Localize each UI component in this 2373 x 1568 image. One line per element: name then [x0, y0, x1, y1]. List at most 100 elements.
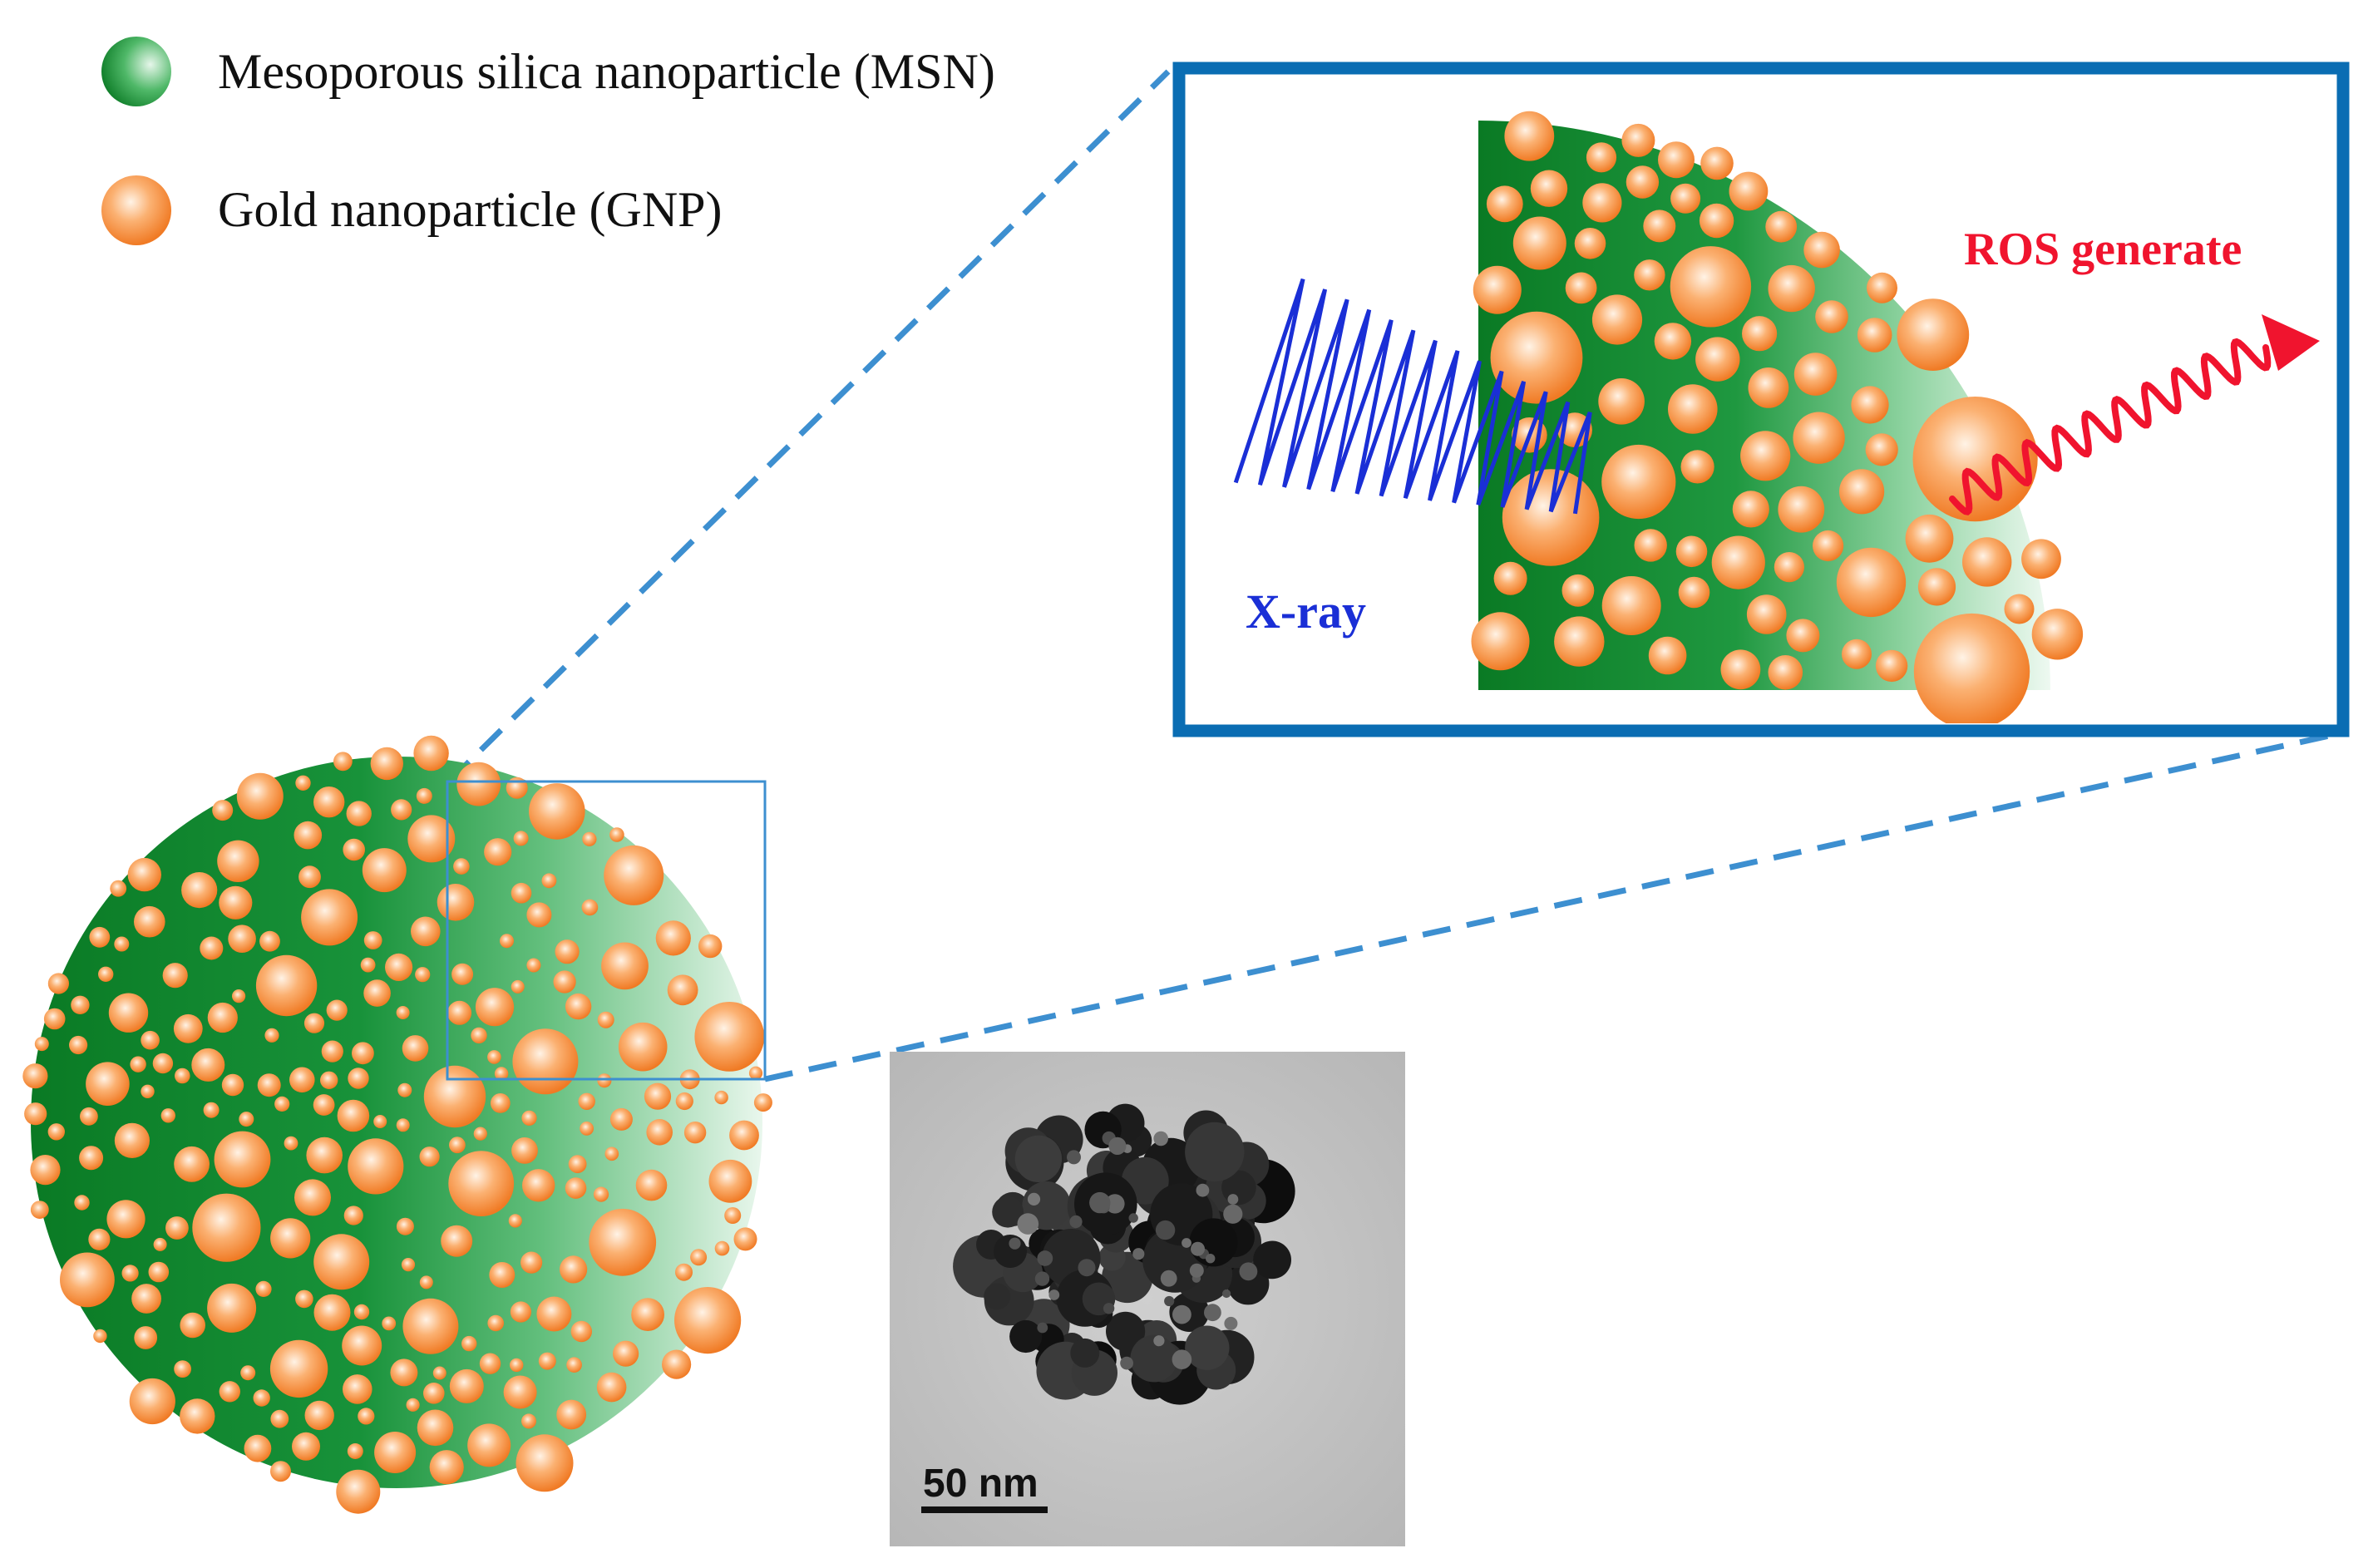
gold-nanoparticle — [264, 1028, 279, 1043]
gold-nanoparticle — [698, 934, 723, 959]
legend-label-msn: Mesoporous silica nanoparticle (MSN) — [218, 44, 995, 99]
gold-nanoparticle — [162, 963, 188, 989]
gold-nanoparticle — [553, 970, 576, 994]
tem-particle-blob — [984, 1283, 1011, 1310]
gold-nanoparticle — [219, 1381, 240, 1403]
gold-nanoparticle — [538, 1352, 556, 1370]
gold-nanoparticle — [1530, 170, 1568, 207]
gold-nanoparticle — [217, 840, 259, 882]
gold-nanoparticle — [753, 1093, 772, 1112]
tem-particle-blob — [1070, 1338, 1100, 1368]
gold-nanoparticle — [662, 1349, 692, 1379]
tem-particle-highlight — [1067, 1150, 1081, 1165]
gold-nanoparticle — [511, 882, 532, 904]
gold-nanoparticle — [432, 1366, 446, 1380]
gold-nanoparticle — [1732, 491, 1769, 528]
gold-nanoparticle — [655, 920, 691, 956]
gold-nanoparticle — [60, 1252, 115, 1308]
tem-particle-highlight — [1037, 1250, 1053, 1266]
gold-nanoparticle — [374, 1432, 417, 1473]
gold-nanoparticle — [93, 1329, 107, 1344]
gold-nanoparticle — [134, 905, 165, 938]
gold-nanoparticle — [348, 1138, 404, 1195]
gold-nanoparticle — [604, 845, 664, 905]
tem-particle-blob — [1185, 1122, 1245, 1182]
tem-particle-highlight — [1128, 1213, 1138, 1223]
gold-nanoparticle — [200, 936, 224, 960]
gold-nanoparticle — [397, 1082, 412, 1097]
gold-nanoparticle — [1486, 185, 1523, 223]
inset-content: X-ray ROS generate — [1233, 111, 2320, 723]
gold-nanoparticle — [597, 1073, 612, 1088]
legend: Mesoporous silica nanoparticle (MSN) Gol… — [101, 37, 995, 245]
gold-nanoparticles — [22, 735, 772, 1514]
gold-nanoparticle — [1962, 537, 2012, 587]
gold-nanoparticle — [510, 1301, 532, 1323]
gold-nanoparticle — [192, 1193, 261, 1262]
gold-nanoparticle — [1839, 469, 1885, 515]
gold-nanoparticle — [536, 1296, 572, 1332]
gold-nanoparticle — [613, 1340, 639, 1367]
gold-nanoparticle — [522, 1169, 555, 1202]
gold-nanoparticle — [635, 1169, 668, 1201]
gold-nanoparticle — [580, 1122, 594, 1136]
gold-nanoparticle — [108, 993, 149, 1033]
gold-nanoparticle — [152, 1053, 174, 1074]
gold-nanoparticle — [1746, 594, 1787, 634]
gold-nanoparticle — [423, 1383, 445, 1404]
gold-nanoparticle — [475, 988, 515, 1027]
gold-nanoparticle — [121, 1265, 139, 1282]
scale-bar — [921, 1506, 1048, 1513]
gold-nanoparticle — [306, 1137, 343, 1174]
tem-particle-highlight — [1182, 1238, 1191, 1248]
gold-nanoparticle — [512, 1028, 579, 1095]
gold-nanoparticle — [343, 1374, 372, 1404]
gold-nanoparticle — [489, 1262, 516, 1288]
gold-nanoparticle — [593, 1186, 609, 1202]
gold-nanoparticle — [326, 999, 348, 1021]
gold-nanoparticle — [1711, 535, 1765, 589]
gold-nanoparticle — [1502, 469, 1600, 566]
gold-nanoparticle — [106, 1200, 146, 1239]
gold-nanoparticle — [714, 1090, 728, 1105]
gold-nanoparticle — [347, 1443, 363, 1459]
gold-nanoparticle — [134, 1326, 158, 1349]
gold-nanoparticle — [1471, 612, 1530, 671]
gold-nanoparticle — [683, 1122, 707, 1144]
gold-nanoparticle — [1867, 272, 1897, 303]
gold-nanoparticle — [1793, 412, 1845, 464]
gold-nanoparticle — [1768, 264, 1815, 313]
gold-nanoparticle — [733, 1227, 757, 1251]
gold-nanoparticle — [1778, 486, 1825, 533]
gold-nanoparticle — [353, 1304, 370, 1320]
ros-arrowhead-icon — [2262, 314, 2320, 371]
gold-nanoparticle — [690, 1249, 708, 1266]
gold-nanoparticle — [221, 1073, 244, 1097]
gold-nanoparticle — [1857, 318, 1892, 353]
gold-nanoparticle — [729, 1120, 759, 1151]
gold-nanoparticle — [131, 1284, 162, 1314]
gold-nanoparticle — [385, 953, 413, 981]
gold-nanoparticle — [597, 1011, 614, 1028]
gold-nanoparticle — [1875, 649, 1908, 683]
gold-nanoparticle — [451, 963, 474, 985]
gold-nanoparticle — [396, 1006, 410, 1019]
gold-nanoparticle — [269, 1339, 328, 1398]
gold-nanoparticle — [1582, 183, 1622, 223]
tem-particle-highlight — [1222, 1289, 1231, 1299]
gold-nanoparticle — [513, 831, 529, 846]
gold-nanoparticle — [417, 1409, 454, 1447]
gold-nanoparticle — [219, 885, 253, 920]
gold-nanoparticle — [413, 735, 449, 772]
gold-nanoparticle — [289, 1067, 315, 1093]
scale-bar-label: 50 nm — [923, 1462, 1038, 1506]
gold-nanoparticle — [160, 1108, 175, 1123]
gold-nanoparticle — [1634, 259, 1665, 291]
gold-nanoparticle — [1768, 655, 1803, 690]
gold-nanoparticle — [253, 1389, 270, 1407]
gold-nanoparticle — [589, 1208, 657, 1276]
gold-nanoparticle — [449, 1137, 466, 1154]
gold-nanoparticle — [510, 1358, 524, 1373]
gold-nanoparticle — [274, 1096, 290, 1112]
gold-nanoparticle — [255, 954, 318, 1017]
